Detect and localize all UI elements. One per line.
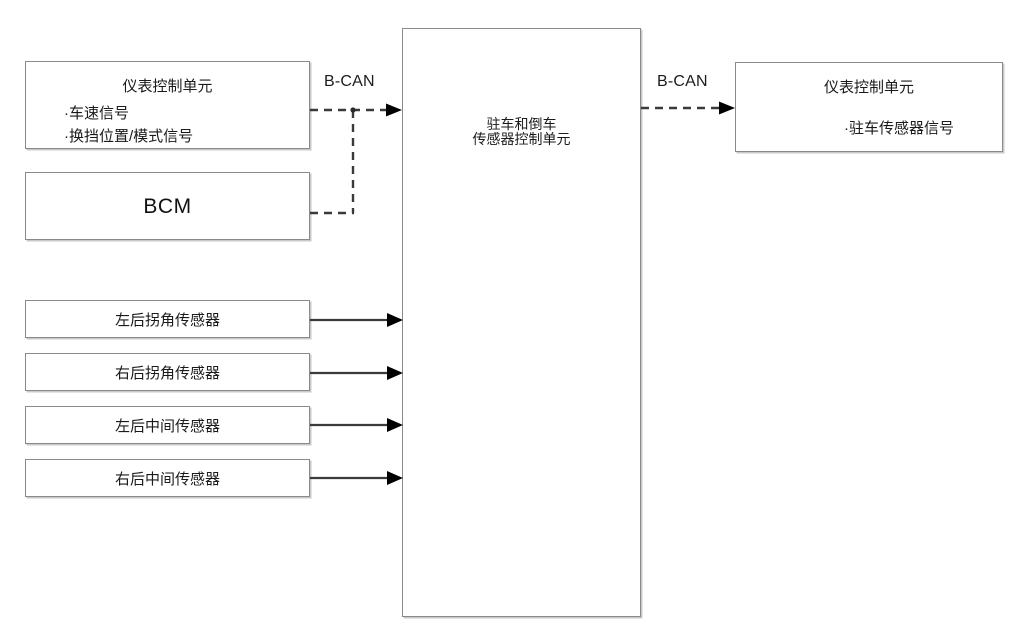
box-sensor-rear-left-center: 左后中间传感器 <box>25 406 310 444</box>
box-instrument-cluster-right: 仪表控制单元 ·驻车传感器信号 <box>735 62 1003 152</box>
sensor-rear-left-center-label: 左后中间传感器 <box>114 418 220 435</box>
box-park-reverse-sensor-control-unit: 驻车和倒车 传感器控制单元 <box>402 28 641 617</box>
sensor-rear-right-corner-label: 右后拐角传感器 <box>114 365 220 382</box>
park-reverse-ecu-line-1: 驻车和倒车 <box>486 116 557 132</box>
sensor-rear-right-center-label: 右后中间传感器 <box>114 471 220 488</box>
bcm-label: BCM <box>143 195 192 218</box>
instrument-cluster-right-line-1: ·驻车传感器信号 <box>844 120 954 137</box>
bus-label-left: B-CAN <box>324 73 375 90</box>
park-reverse-ecu-line-2: 传感器控制单元 <box>472 131 571 147</box>
box-instrument-cluster-left: 仪表控制单元 ·车速信号 ·换挡位置/模式信号 <box>25 61 310 149</box>
box-sensor-rear-right-center: 右后中间传感器 <box>25 459 310 497</box>
instrument-cluster-left-line-2: ·换挡位置/模式信号 <box>64 128 194 145</box>
box-sensor-rear-left-corner: 左后拐角传感器 <box>25 300 310 338</box>
instrument-cluster-right-title: 仪表控制单元 <box>823 79 914 96</box>
sensor-rear-left-corner-label: 左后拐角传感器 <box>114 312 220 329</box>
instrument-cluster-left-title: 仪表控制单元 <box>122 78 213 95</box>
bus-label-right: B-CAN <box>657 73 708 90</box>
instrument-cluster-left-line-1: ·车速信号 <box>64 105 129 122</box>
box-sensor-rear-right-corner: 右后拐角传感器 <box>25 353 310 391</box>
box-bcm: BCM <box>25 172 310 240</box>
